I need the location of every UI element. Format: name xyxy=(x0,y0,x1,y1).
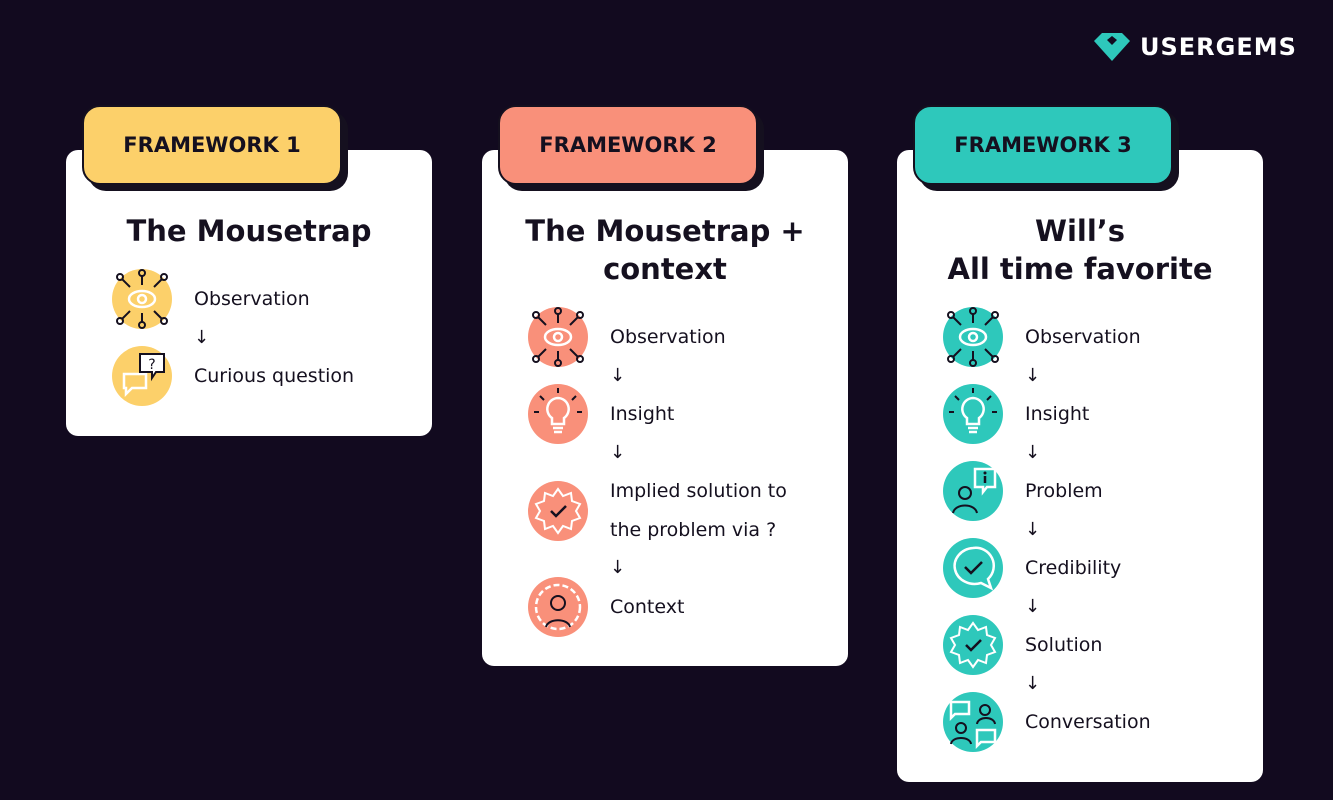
person-info-icon xyxy=(943,461,1003,522)
step-item: ? Curious question xyxy=(112,346,432,407)
title-line: The Mousetrap + xyxy=(525,214,805,248)
down-arrow-icon: ↓ xyxy=(610,557,626,578)
step-item: Solution xyxy=(943,615,1263,676)
step-label: Solution xyxy=(1025,634,1103,656)
brand-name: USERGEMS xyxy=(1140,33,1297,61)
down-arrow-icon: ↓ xyxy=(1025,518,1041,540)
down-arrow-icon: ↓ xyxy=(610,364,626,386)
down-arrow-icon: ↓ xyxy=(1025,364,1041,386)
usergems-logo: USERGEMS xyxy=(1092,32,1297,62)
question-chat-icon: ? xyxy=(112,346,172,407)
step-label: Observation xyxy=(1025,326,1141,348)
framework-card-1: FRAMEWORK 1 The Mousetrap Observation ↓ ?… xyxy=(66,105,432,436)
title-line: context xyxy=(603,252,727,286)
step-label: Problem xyxy=(1025,480,1103,502)
badge-check-icon xyxy=(943,615,1003,676)
gem-icon xyxy=(1094,33,1130,61)
step-item: Observation xyxy=(943,307,1263,368)
framework-title: The Mousetrap + context xyxy=(482,212,848,288)
framework-tab: FRAMEWORK 1 xyxy=(82,105,342,185)
eye-network-icon xyxy=(112,269,172,330)
step-item: Observation xyxy=(528,307,848,368)
step-item: Insight xyxy=(943,384,1263,445)
svg-text:?: ? xyxy=(148,357,155,373)
step-label: Observation xyxy=(610,326,726,348)
step-item: Problem xyxy=(943,461,1263,522)
framework-card-2: FRAMEWORK 2 The Mousetrap + context Obser… xyxy=(482,105,848,666)
step-item: Insight xyxy=(528,384,848,445)
framework-title: The Mousetrap xyxy=(66,212,432,250)
down-arrow-icon: ↓ xyxy=(194,326,210,348)
step-label: Curious question xyxy=(194,365,355,387)
step-label: Insight xyxy=(610,403,675,425)
chat-check-icon xyxy=(943,538,1003,599)
eye-network-icon xyxy=(528,307,588,368)
down-arrow-icon: ↓ xyxy=(610,441,626,463)
step-item: Implied solution to the problem via ? xyxy=(528,472,820,549)
step-list: Observation ↓ Insight ↓ Implied solution t… xyxy=(482,307,848,666)
title-line: All time favorite xyxy=(947,252,1213,286)
step-label: Context xyxy=(610,595,685,618)
people-chat-icon xyxy=(943,692,1003,753)
step-label: Insight xyxy=(1025,403,1090,425)
down-arrow-icon: ↓ xyxy=(1025,672,1041,694)
title-line: Will’s xyxy=(1034,214,1126,248)
framework-tab: FRAMEWORK 2 xyxy=(498,105,758,185)
step-list: Observation ↓ ? Curious question xyxy=(66,269,432,436)
step-item: Observation xyxy=(112,269,432,330)
step-label: Conversation xyxy=(1025,711,1151,733)
lightbulb-icon xyxy=(528,384,588,445)
step-label: Observation xyxy=(194,288,310,310)
badge-check-icon xyxy=(528,480,588,541)
framework-tab: FRAMEWORK 3 xyxy=(913,105,1173,185)
lightbulb-icon xyxy=(943,384,1003,445)
step-list: Observation ↓ Insight ↓ Problem ↓ Credibili… xyxy=(897,307,1263,782)
step-item: Context xyxy=(528,576,848,637)
down-arrow-icon: ↓ xyxy=(1025,595,1041,617)
step-label: Credibility xyxy=(1025,557,1122,579)
title-line: The Mousetrap xyxy=(126,214,372,248)
down-arrow-icon: ↓ xyxy=(1025,441,1041,463)
step-item: Credibility xyxy=(943,538,1263,599)
person-gear-icon xyxy=(528,576,588,637)
step-item: Conversation xyxy=(943,692,1263,753)
eye-network-icon xyxy=(943,307,1003,368)
step-label: Implied solution to the problem via ? xyxy=(610,480,787,541)
